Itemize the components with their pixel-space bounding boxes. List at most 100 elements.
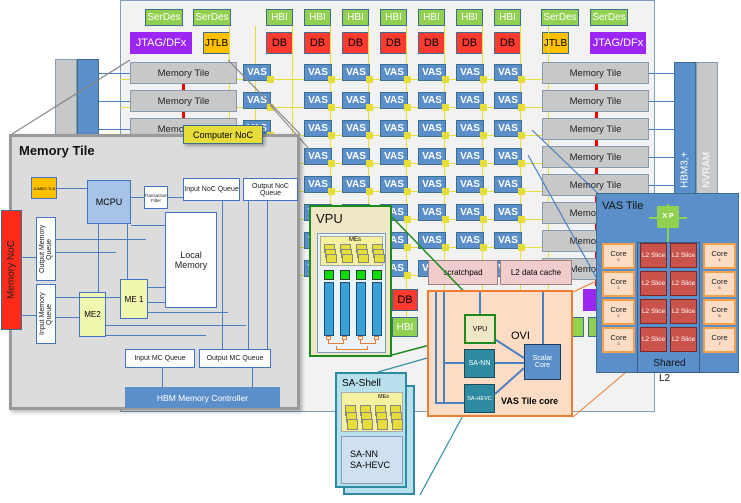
sa-shell-mes-label: MEs xyxy=(378,394,389,400)
vas-tile: VAS xyxy=(494,204,522,221)
hbm-link xyxy=(649,157,674,158)
hbm-link xyxy=(649,73,674,74)
vpu-lane-port xyxy=(358,336,363,340)
vas-tile: VAS xyxy=(494,232,522,249)
me-unit xyxy=(377,419,388,430)
hbm-link xyxy=(649,101,674,102)
vas-tile: VAS xyxy=(380,64,408,81)
scalar-core: Scalar Core xyxy=(524,344,561,380)
l2-slice: L2 Slice xyxy=(640,271,667,296)
core-label: Core xyxy=(711,248,728,258)
memory-noc: Memory NoC xyxy=(1,210,22,330)
left-hbm-stack xyxy=(77,59,99,139)
vas-tile: VAS xyxy=(456,64,484,81)
vas-tile: VAS xyxy=(342,92,370,109)
vas-tile: VAS xyxy=(304,92,332,109)
sa-hevc-label: SA-HEVC xyxy=(350,459,391,470)
hbm-label: HBM3,+ xyxy=(679,151,691,188)
noc-router xyxy=(404,160,411,167)
vas-tile: VAS xyxy=(342,148,370,165)
core-index: 1 xyxy=(617,284,620,290)
vas-tile: VAS xyxy=(418,148,446,165)
input-noc-queue: Input NoC Queue xyxy=(183,178,240,201)
serdes-block-bottom xyxy=(572,317,584,337)
noc-router xyxy=(480,216,487,223)
noc-router xyxy=(480,188,487,195)
db-block: DB xyxy=(304,32,331,54)
vas-tile: VAS xyxy=(342,176,370,193)
vpu-lane-head xyxy=(340,270,350,280)
core-index: 0 xyxy=(617,256,620,262)
vas-tile: VAS xyxy=(456,92,484,109)
mcpu: MCPU xyxy=(87,180,131,224)
vpu-lane xyxy=(340,282,350,336)
db-block-bottom: DB xyxy=(392,289,418,311)
noc-router xyxy=(366,132,373,139)
hbm-link xyxy=(649,185,674,186)
noc-router xyxy=(328,104,335,111)
hbi-block: HBI xyxy=(494,9,521,26)
me-unit xyxy=(358,254,369,263)
vpu-lane xyxy=(356,282,366,336)
computer-noc: Computer NoC xyxy=(183,125,263,144)
core-index: 4 xyxy=(718,256,721,262)
noc-router xyxy=(267,76,274,83)
vpu-mes-label: MEs xyxy=(349,237,361,243)
core-index: 6 xyxy=(718,312,721,318)
me-unit xyxy=(326,254,337,263)
noc-router xyxy=(404,188,411,195)
memory-link xyxy=(595,84,598,90)
vpu-lane-head xyxy=(324,270,334,280)
vas-tile: VAS xyxy=(494,92,522,109)
hbm-link xyxy=(99,101,130,102)
noc-router xyxy=(480,76,487,83)
noc-router xyxy=(404,244,411,251)
noc-router xyxy=(366,104,373,111)
memory-tile: Memory Tile xyxy=(542,146,649,168)
vas-tile: VAS xyxy=(418,64,446,81)
hbm-stack: HBM3,+ xyxy=(674,62,696,195)
noc-router xyxy=(442,160,449,167)
vpu-reduction-tree xyxy=(360,340,376,344)
memory-tile: Memory Tile xyxy=(130,90,237,112)
me-unit xyxy=(374,254,385,263)
vas-tile: VAS xyxy=(380,148,408,165)
vpu-title: VPU xyxy=(316,211,343,226)
sa-shell-mes-panel: MEs xyxy=(341,392,403,432)
core-label: Core xyxy=(711,304,728,314)
core-label: Core xyxy=(610,276,627,286)
noc-router xyxy=(404,272,411,279)
hbm-link xyxy=(99,129,130,130)
me-unit xyxy=(342,254,353,263)
vas-tile-core-title: VAS Tile core xyxy=(501,396,559,406)
vpu-lane-head xyxy=(372,270,382,280)
l2-slice: L2 Slice xyxy=(640,243,667,268)
memory-link xyxy=(182,84,185,90)
core-label: Core xyxy=(610,332,627,342)
serdes-block: SerDes xyxy=(145,9,183,26)
noc-router xyxy=(518,132,525,139)
serdes-block: SerDes xyxy=(193,9,231,26)
noc-router xyxy=(267,104,274,111)
me-unit xyxy=(347,419,358,430)
db-block: DB xyxy=(456,32,483,54)
vpu-reduction-tree xyxy=(336,346,368,350)
core-index: 7 xyxy=(718,340,721,346)
l2-slice: L2 Slice xyxy=(670,243,697,268)
vas-tile: VAS xyxy=(380,120,408,137)
hbi-block: HBI xyxy=(418,9,445,26)
vas-tile: VAS xyxy=(342,120,370,137)
noc-router xyxy=(518,216,525,223)
noc-router xyxy=(328,188,335,195)
vas-tile: VAS xyxy=(494,64,522,81)
vpu-lane xyxy=(372,282,382,336)
memory-tile: Memory Tile xyxy=(542,118,649,140)
noc-router xyxy=(328,132,335,139)
vpu-block: VPU xyxy=(464,314,496,344)
